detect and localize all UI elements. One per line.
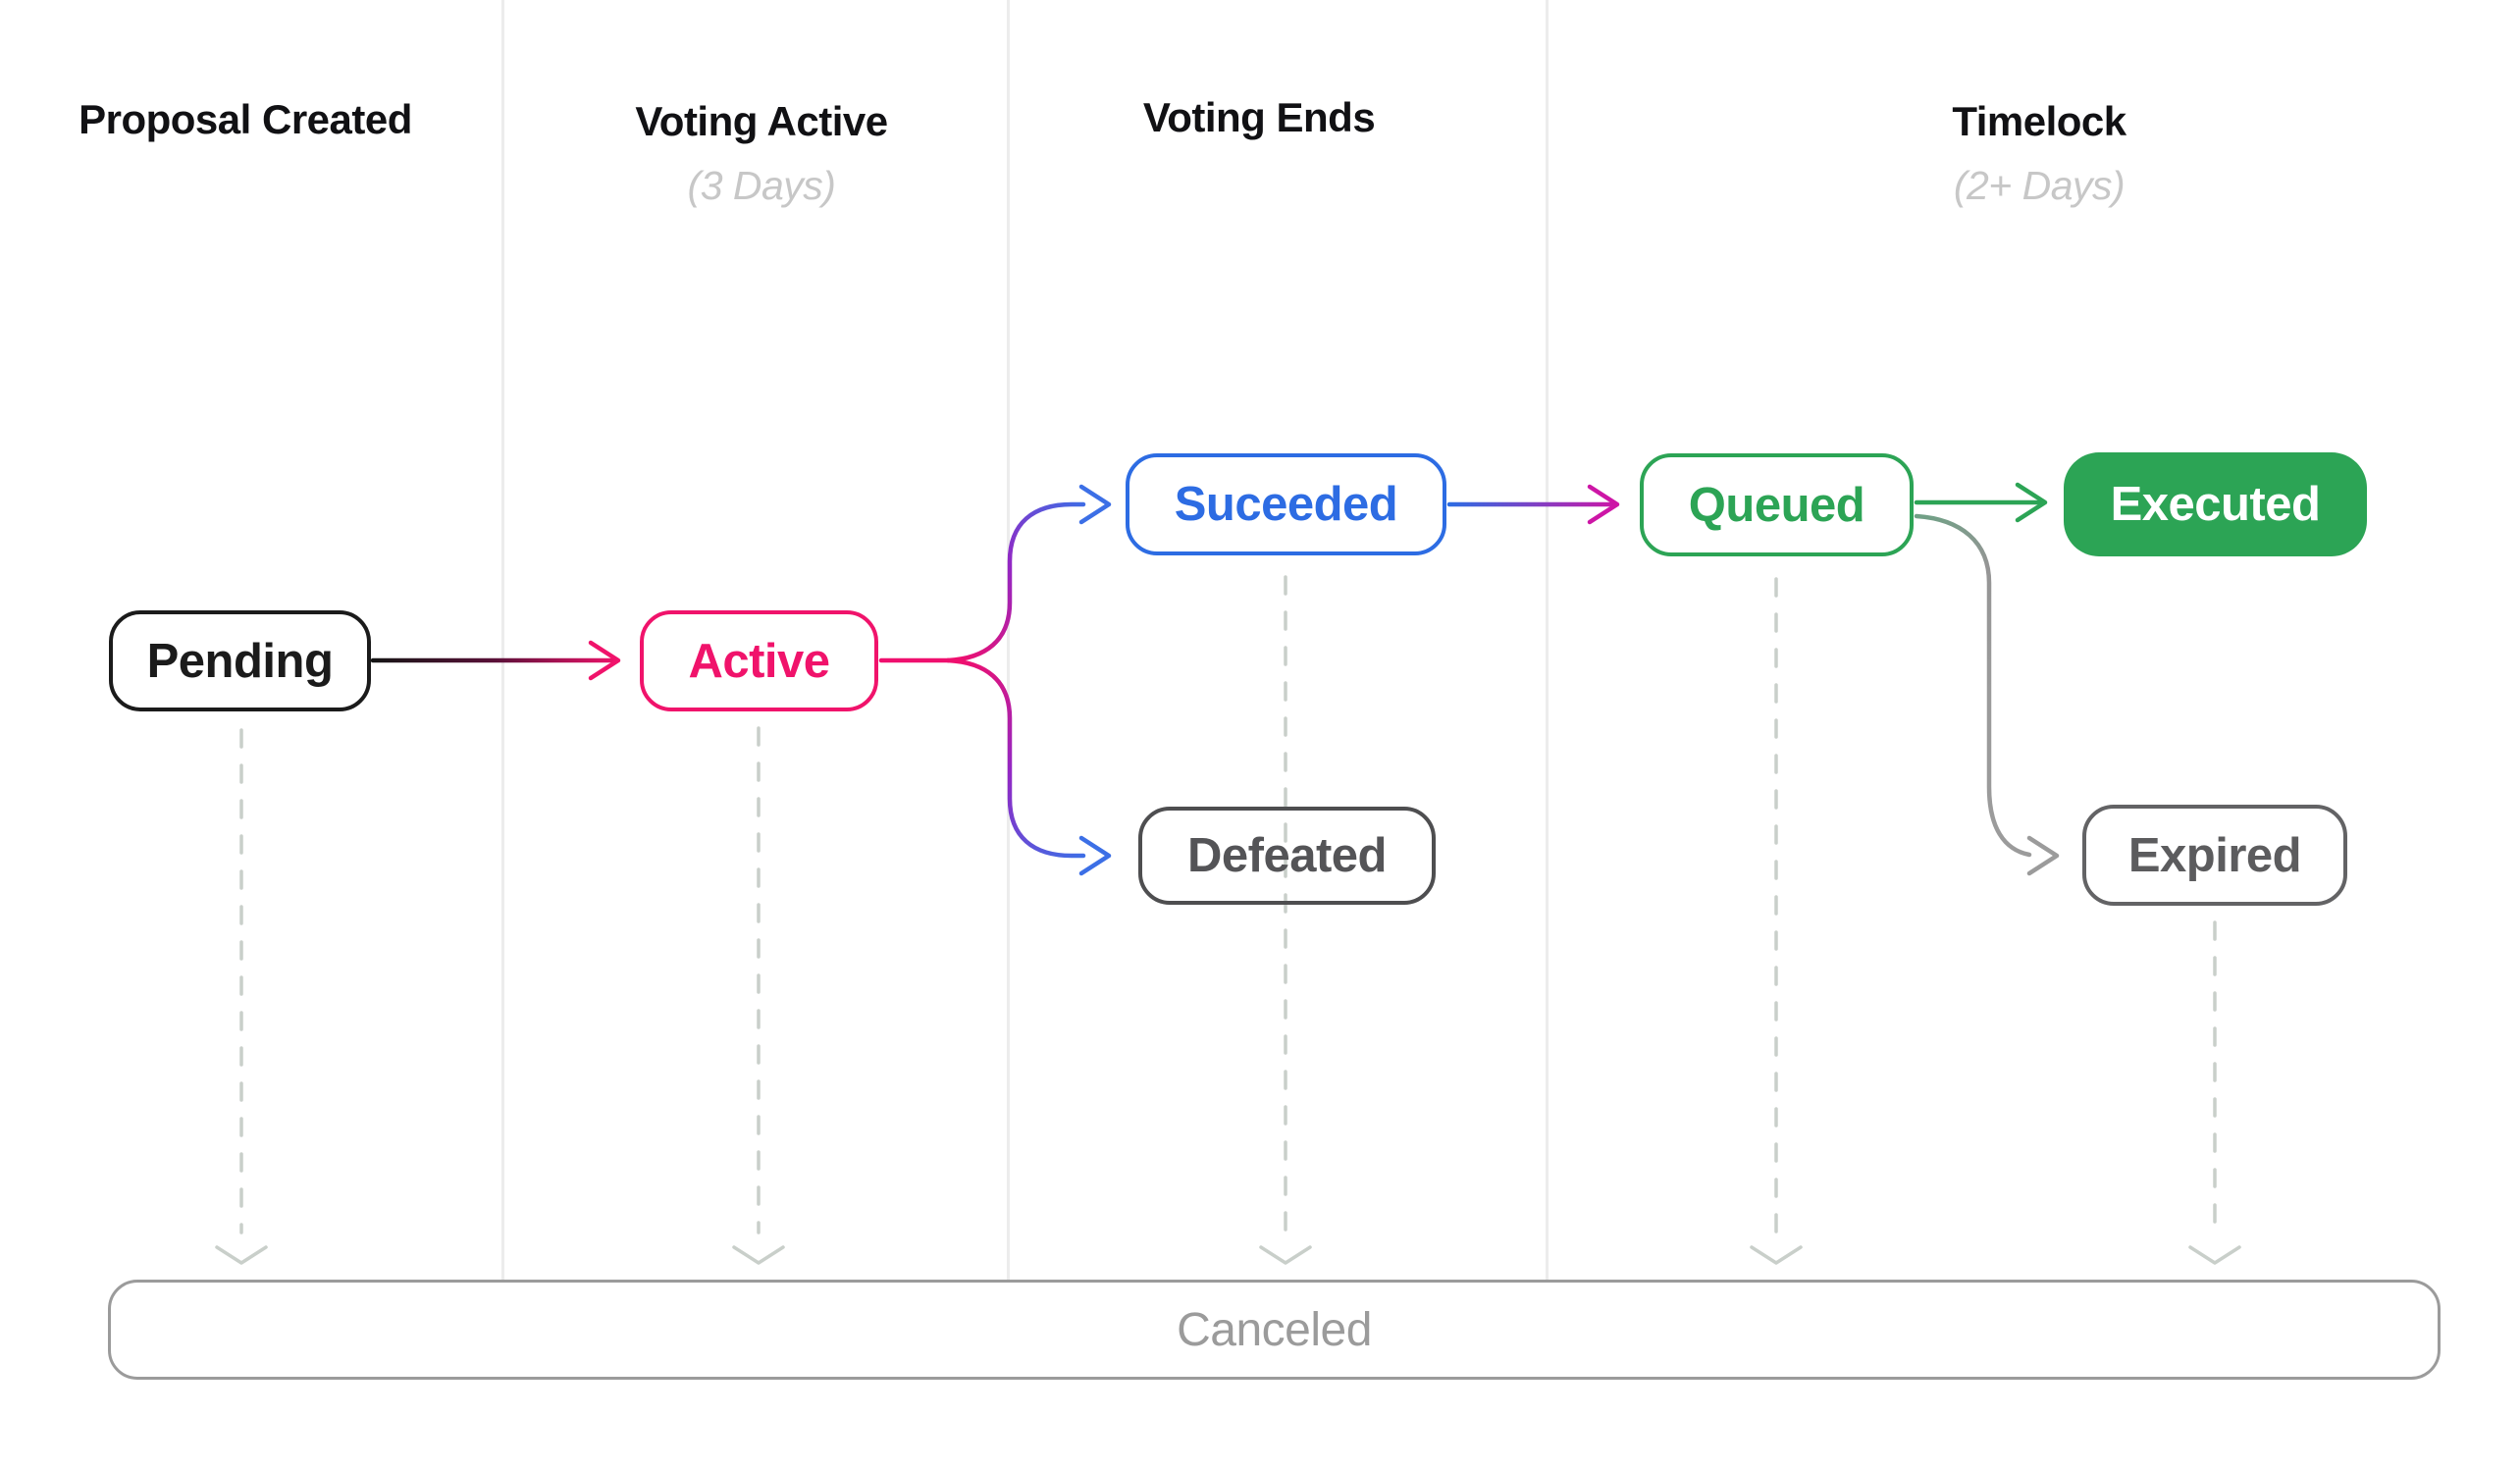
down-chevron-icon bbox=[732, 1245, 785, 1265]
right-chevron-icon bbox=[1078, 484, 1112, 525]
state-label: Queued bbox=[1688, 478, 1865, 532]
column-duration: (2+ Days) bbox=[1953, 163, 2126, 208]
arrow-queued-to-expired bbox=[1914, 513, 2032, 858]
down-chevron-icon bbox=[1750, 1245, 1803, 1265]
state-active: Active bbox=[640, 610, 878, 711]
state-suceeded: Suceeded bbox=[1126, 453, 1446, 555]
column-separator bbox=[1546, 0, 1549, 1282]
column-duration: (3 Days) bbox=[687, 163, 836, 208]
column-header-voting-active: Voting Active (3 Days) bbox=[635, 98, 888, 209]
column-header-timelock: Timelock (2+ Days) bbox=[1952, 98, 2126, 209]
right-chevron-icon bbox=[588, 640, 621, 681]
state-pending: Pending bbox=[109, 610, 371, 711]
down-chevron-icon bbox=[2188, 1245, 2241, 1265]
arrow-active-to-defeated bbox=[945, 657, 1086, 859]
arrow-active-to-suceeded bbox=[945, 501, 1086, 663]
state-canceled: Canceled bbox=[108, 1280, 2441, 1380]
state-label: Suceeded bbox=[1174, 478, 1398, 531]
state-label: Defeated bbox=[1187, 829, 1387, 882]
column-title: Voting Ends bbox=[1142, 94, 1376, 140]
column-title: Voting Active bbox=[635, 98, 888, 144]
down-chevron-icon bbox=[1259, 1245, 1312, 1265]
right-chevron-icon bbox=[2015, 482, 2048, 523]
state-label: Pending bbox=[146, 634, 334, 688]
right-chevron-icon bbox=[2026, 835, 2060, 876]
column-header-proposal-created: Proposal Created bbox=[79, 96, 412, 143]
column-separator bbox=[1007, 0, 1010, 1282]
state-executed: Executed bbox=[2064, 452, 2367, 556]
right-chevron-icon bbox=[1078, 835, 1112, 876]
state-label: Executed bbox=[2110, 478, 2321, 531]
state-queued: Queued bbox=[1640, 453, 1914, 556]
state-defeated: Defeated bbox=[1138, 807, 1436, 905]
state-label: Active bbox=[688, 634, 830, 688]
state-expired: Expired bbox=[2082, 805, 2347, 906]
column-title: Timelock bbox=[1952, 98, 2126, 144]
state-label: Expired bbox=[2127, 828, 2302, 882]
state-label: Canceled bbox=[1177, 1303, 1372, 1356]
down-chevron-icon bbox=[215, 1245, 268, 1265]
column-separator bbox=[501, 0, 504, 1282]
column-title: Proposal Created bbox=[79, 96, 412, 142]
right-chevron-icon bbox=[1587, 484, 1620, 525]
column-header-voting-ends: Voting Ends bbox=[1142, 94, 1376, 141]
